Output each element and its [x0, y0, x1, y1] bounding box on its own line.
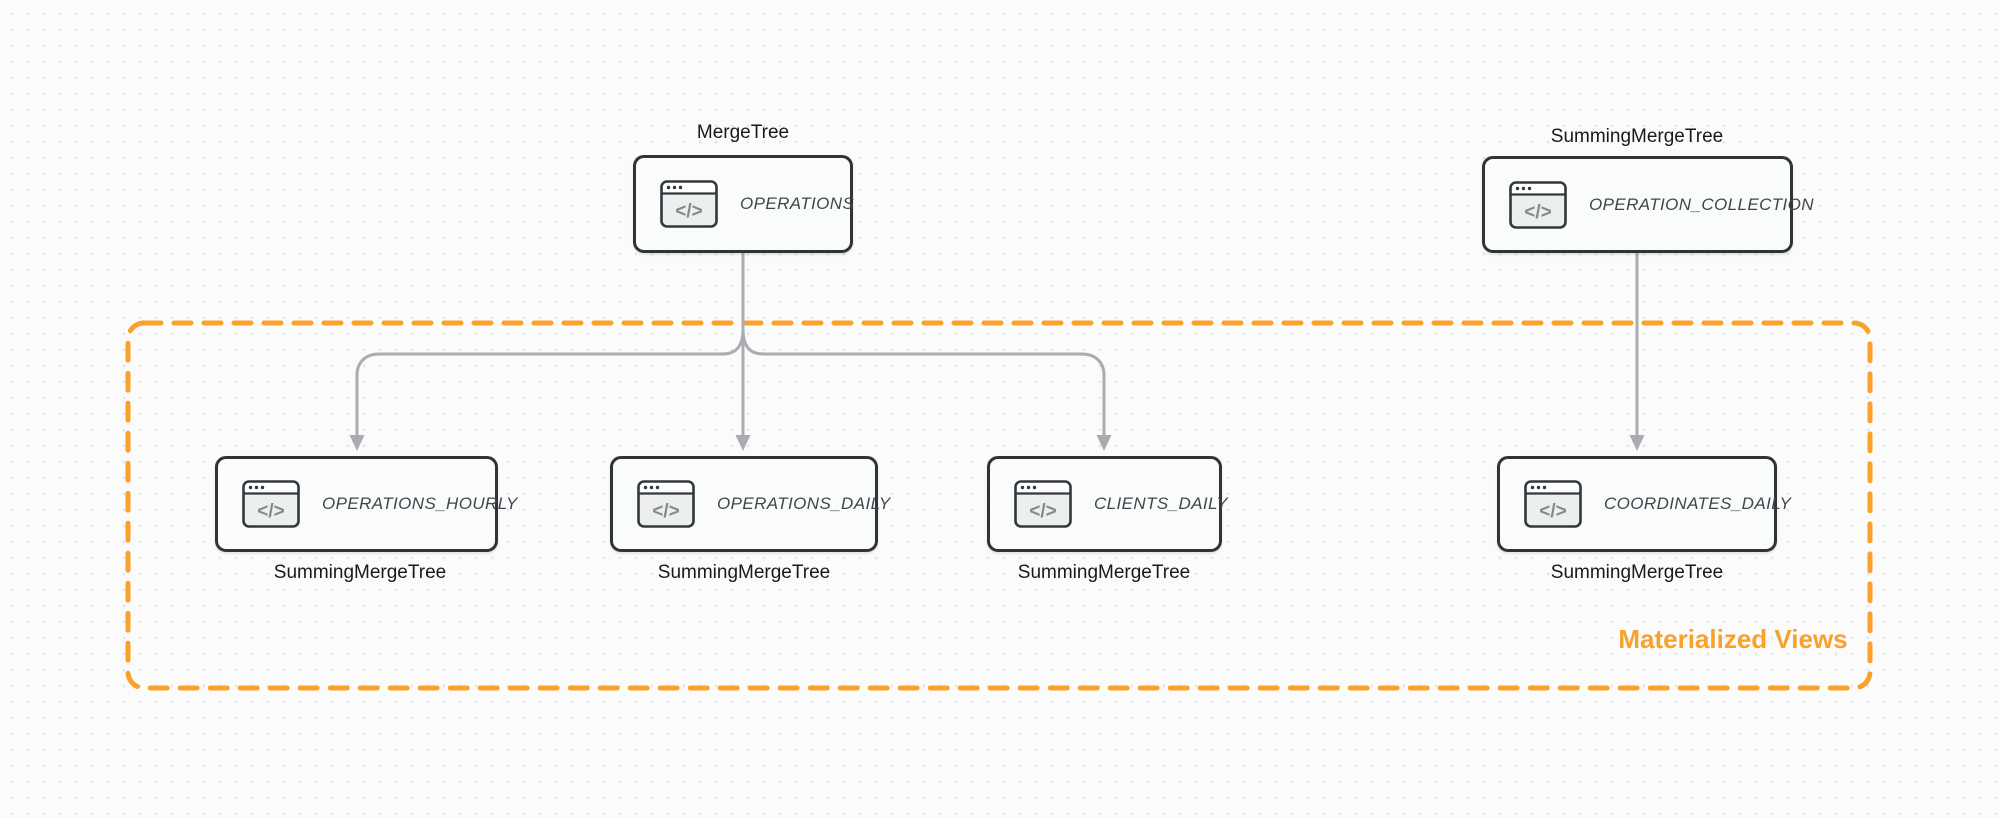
arrowhead-icon — [735, 435, 751, 451]
code-window-icon: </> — [637, 480, 695, 528]
engine-label-operations-daily: SummingMergeTree — [657, 562, 831, 583]
engine-label-operations: MergeTree — [696, 122, 790, 143]
engine-label-clients-daily: SummingMergeTree — [1017, 562, 1191, 583]
svg-text:</>: </> — [1524, 202, 1551, 223]
edge-operations-to-clients-daily — [741, 328, 1112, 451]
node-coordinates-daily[interactable]: </> COORDINATES_DAILY — [1497, 456, 1791, 552]
code-window-icon: </> — [1509, 180, 1567, 229]
arrowhead-icon — [1096, 435, 1112, 451]
materialized-views-group-label: Materialized Views — [1618, 624, 1848, 654]
node-operations-hourly[interactable]: </> OPERATIONS_HOURLY — [215, 456, 517, 552]
edge-operation-collection-to-coordinates-daily — [1629, 252, 1645, 451]
svg-text:</>: </> — [257, 501, 284, 522]
svg-text:</>: </> — [1539, 501, 1566, 522]
engine-label-operation-collection: SummingMergeTree — [1550, 126, 1724, 147]
code-window-icon: </> — [1524, 480, 1582, 528]
code-window-icon: </> — [660, 180, 718, 228]
svg-text:</>: </> — [652, 501, 679, 522]
node-title: OPERATIONS_HOURLY — [322, 494, 518, 513]
node-operation-collection[interactable]: </> OPERATION_COLLECTION — [1482, 156, 1814, 253]
node-title: OPERATION_COLLECTION — [1589, 194, 1814, 214]
code-window-icon: </> — [242, 480, 300, 528]
node-clients-daily[interactable]: </> CLIENTS_DAILY — [987, 456, 1228, 552]
node-operations[interactable]: </> OPERATIONS — [633, 155, 855, 253]
engine-label-coordinates-daily: SummingMergeTree — [1550, 562, 1724, 583]
engine-label-operations-hourly: SummingMergeTree — [273, 562, 447, 583]
code-window-icon: </> — [1014, 480, 1072, 528]
arrowhead-icon — [1629, 435, 1645, 451]
node-title: CLIENTS_DAILY — [1094, 494, 1229, 513]
node-title: OPERATIONS_DAILY — [717, 494, 891, 513]
arrowhead-icon — [349, 435, 365, 451]
node-title: COORDINATES_DAILY — [1604, 494, 1792, 513]
svg-text:</>: </> — [675, 201, 702, 222]
edge-operations-to-operations-daily — [735, 252, 751, 451]
node-title: OPERATIONS — [740, 194, 855, 213]
svg-text:</>: </> — [1029, 501, 1056, 522]
edge-operations-to-operations-hourly — [349, 328, 745, 451]
node-operations-daily[interactable]: </> OPERATIONS_DAILY — [610, 456, 890, 552]
